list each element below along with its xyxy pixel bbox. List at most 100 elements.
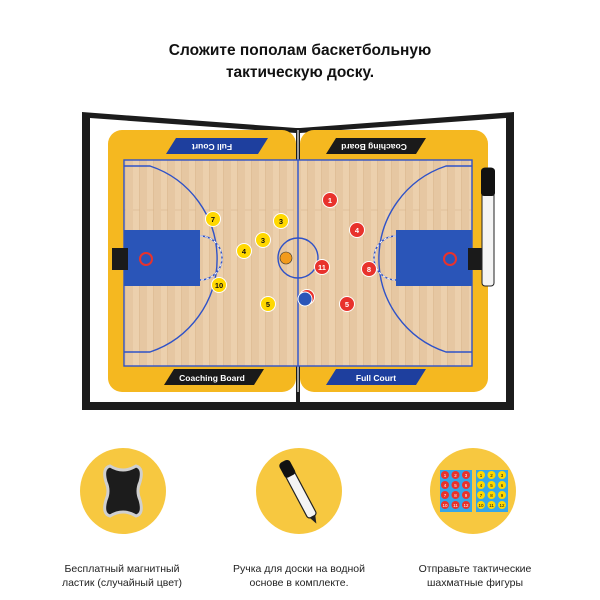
headline-line-1: Сложите пополам баскетбольную [168, 42, 432, 59]
piece-right-label: 8 [490, 493, 493, 498]
yellow-magnet-label: 4 [242, 247, 247, 256]
piece-left-label: 1 [444, 473, 447, 478]
piece-right [477, 491, 485, 499]
piece-right-label: 5 [490, 483, 493, 488]
red-magnet-label: 4 [355, 226, 360, 235]
caption-eraser-line-2: ластик (случайный цвет) [61, 577, 183, 589]
center-ball [279, 251, 293, 265]
piece-left [441, 471, 449, 479]
piece-right-label: 11 [489, 503, 494, 508]
blue-magnet[interactable] [297, 291, 313, 307]
piece-right-label: 12 [499, 503, 505, 508]
piece-left [451, 501, 460, 509]
caption-eraser: Бесплатный магнитный ластик (случайный ц… [37, 562, 207, 590]
red-magnet-label: 1 [328, 196, 332, 205]
caption-pieces: Отправьте тактические шахматные фигуры [390, 562, 560, 590]
hoop-right [443, 252, 457, 266]
piece-right-label: 1 [480, 473, 483, 478]
backboard-right [468, 248, 484, 270]
label-full-court-bottom: Full Court [356, 373, 396, 383]
piece-left-label: 6 [465, 483, 468, 488]
caption-eraser-line-1: Бесплатный магнитный [64, 563, 180, 575]
red-magnet[interactable] [349, 222, 365, 238]
piece-left-label: 10 [442, 503, 448, 508]
yellow-magnet-label: 3 [279, 217, 283, 226]
piece-left-label: 9 [465, 493, 468, 498]
tab-coaching-board-bottom [164, 369, 264, 385]
piece-right-label: 9 [501, 493, 504, 498]
yellow-magnet-label: 5 [266, 300, 270, 309]
red-magnet-label: 5 [345, 300, 349, 309]
piece-left-label: 2 [454, 473, 457, 478]
caption-pieces-line-1: Отправьте тактические [418, 563, 532, 575]
piece-right [498, 481, 506, 489]
red-magnet[interactable] [361, 261, 377, 277]
red-magnet[interactable] [322, 192, 338, 208]
piece-left-label: 11 [453, 503, 458, 508]
label-full-court-top: Full Court [192, 142, 232, 152]
tactic-board[interactable]: Full Court Coaching Board Coaching Board… [0, 100, 600, 420]
piece-right [477, 481, 485, 489]
piece-right [477, 501, 485, 509]
piece-left-label: 3 [465, 473, 468, 478]
hoop-left [139, 252, 153, 266]
piece-right-label: 10 [478, 503, 484, 508]
piece-right [498, 491, 506, 499]
piece-right [487, 491, 496, 499]
caption-pen-line-1: Ручка для доски на водной [232, 563, 365, 575]
piece-right-label: 2 [490, 473, 493, 478]
piece-left [462, 491, 470, 499]
piece-left [451, 481, 460, 489]
piece-right-label: 4 [480, 483, 483, 488]
piece-right [498, 471, 506, 479]
piece-right [487, 481, 496, 489]
headline-line-2: тактическую доску. [225, 64, 375, 81]
yellow-magnets: 7 3 3 4 10 5 [205, 211, 289, 312]
eraser-icon [103, 464, 143, 518]
backboard-left [112, 248, 128, 270]
piece-left [441, 501, 449, 509]
yellow-magnet[interactable] [273, 213, 289, 229]
yellow-magnet[interactable] [211, 277, 227, 293]
yellow-magnet-label: 7 [211, 215, 215, 224]
caption-pen: Ручка для доски на водной основе в компл… [214, 562, 384, 590]
eraser-circle [80, 448, 166, 534]
piece-left [451, 471, 460, 479]
piece-right-label: 3 [501, 473, 504, 478]
caption-pen-line-2: основе в комплекте. [249, 577, 349, 589]
red-magnet[interactable] [339, 296, 355, 312]
piece-right [477, 471, 485, 479]
piece-left-label: 5 [454, 483, 457, 488]
label-coaching-board-bottom: Coaching Board [179, 373, 245, 383]
piece-left-label: 7 [444, 493, 447, 498]
pen-icon [279, 459, 317, 524]
piece-right [487, 501, 496, 509]
piece-left-label: 12 [463, 503, 469, 508]
tab-coaching-board-top [326, 138, 426, 154]
caption-pieces-line-2: шахматные фигуры [426, 577, 524, 589]
yellow-magnet[interactable] [205, 211, 221, 227]
red-magnet-label: 11 [318, 263, 326, 272]
piece-right-label: 6 [501, 483, 504, 488]
red-magnet[interactable] [314, 259, 330, 275]
tab-full-court-bottom [326, 369, 426, 385]
piece-left [462, 501, 470, 509]
yellow-magnet[interactable] [255, 232, 271, 248]
piece-left-label: 4 [444, 483, 447, 488]
red-magnet-label: 8 [367, 265, 371, 274]
tab-full-court-top [166, 138, 268, 154]
piece-right [487, 471, 496, 479]
yellow-magnet-label: 3 [261, 236, 265, 245]
piece-left [451, 491, 460, 499]
piece-right [498, 501, 506, 509]
piece-left-label: 8 [454, 493, 457, 498]
piece-left [441, 481, 449, 489]
yellow-magnet[interactable] [260, 296, 276, 312]
yellow-magnet-label: 10 [215, 281, 223, 290]
headline: Сложите пополам баскетбольную тактическу… [0, 40, 600, 84]
piece-left [462, 481, 470, 489]
paint-left [124, 230, 200, 286]
piece-right-label: 7 [480, 493, 483, 498]
yellow-magnet[interactable] [236, 243, 252, 259]
